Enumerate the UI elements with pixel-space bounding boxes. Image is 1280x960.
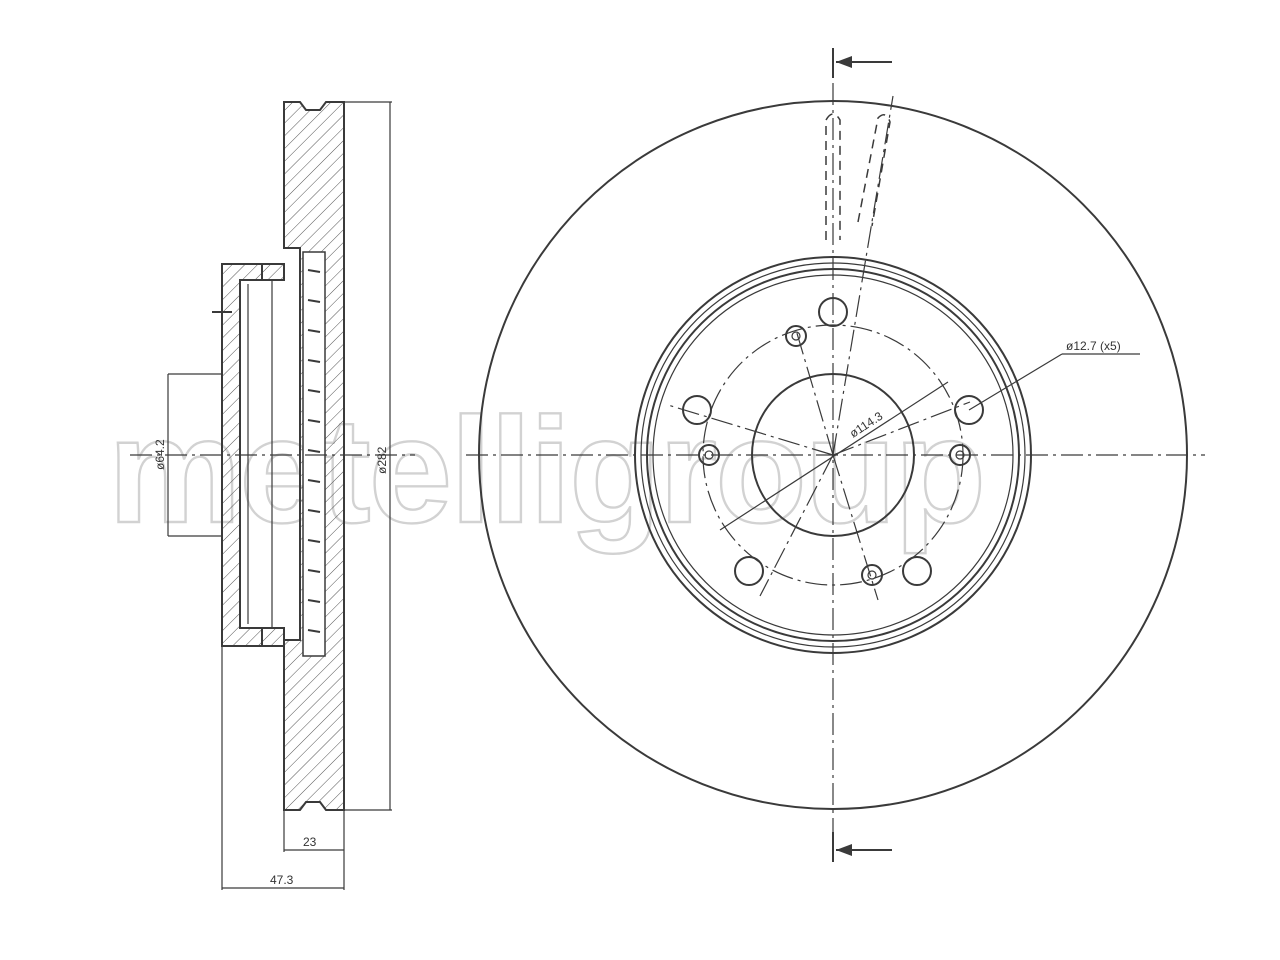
friction-ring-inner [634, 256, 1032, 654]
hat-outer-edge [646, 268, 1020, 642]
vent-holes [682, 297, 984, 586]
dim-outer-diameter: ø282 [375, 446, 389, 474]
construction-lines [667, 95, 971, 601]
vent-channel [302, 251, 326, 657]
bolt-holes [698, 325, 971, 586]
hole-projection [825, 113, 891, 240]
dim-disc-thickness: 23 [303, 835, 317, 849]
section-marker-top [832, 48, 892, 78]
front-view: ø114.3 ø12.7 (x5) [466, 48, 1205, 862]
dim-hub-diameter: ø64.2 [153, 439, 167, 470]
disc-outer-edge [478, 100, 1188, 810]
centre-bore [751, 373, 915, 537]
side-section-view: ø64.2 ø282 23 47.3 [130, 101, 415, 890]
dim-total-height: 47.3 [270, 873, 294, 887]
dim-bolt-holes: ø12.7 (x5) [1066, 339, 1121, 353]
vent-fins [307, 269, 321, 633]
section-marker-bottom [832, 832, 892, 862]
